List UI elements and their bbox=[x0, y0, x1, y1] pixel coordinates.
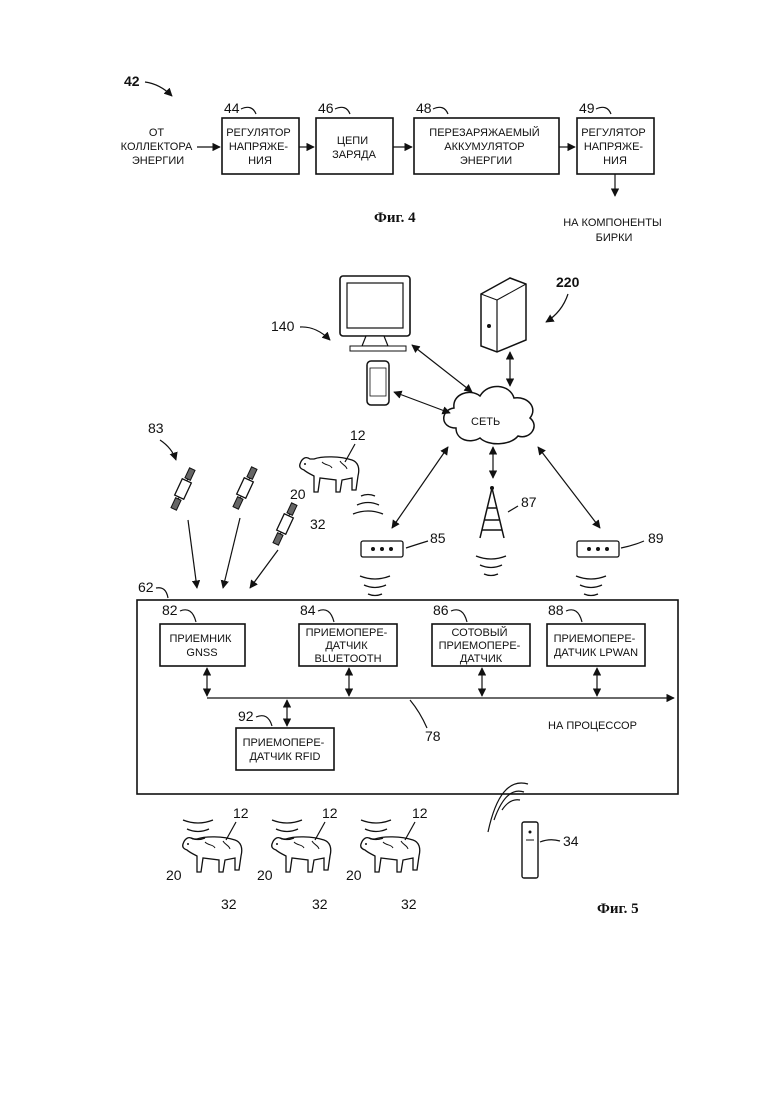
block-49-number: 49 bbox=[579, 100, 595, 116]
ref-87: 87 bbox=[521, 494, 537, 510]
ref-20-top: 20 bbox=[290, 486, 306, 502]
handheld-reader-icon bbox=[488, 783, 538, 878]
fig5-diagram: 140 220 СЕТЬ 83 bbox=[137, 274, 678, 917]
charge-circuit-46-block: ЦЕПИ ЗАРЯДА 46 bbox=[316, 100, 393, 174]
fig4-caption: Фиг. 4 bbox=[374, 210, 416, 226]
module-86-number: 86 bbox=[433, 602, 449, 618]
fig4-ref-label: 42 bbox=[124, 73, 140, 89]
to-processor-label: НА ПРОЦЕССОР bbox=[548, 720, 637, 732]
module-82-number: 82 bbox=[162, 602, 178, 618]
server-icon bbox=[481, 278, 526, 352]
module-84-number: 84 bbox=[300, 602, 316, 618]
ref-34: 34 bbox=[563, 833, 579, 849]
svg-text:32: 32 bbox=[312, 896, 328, 912]
ref-83: 83 bbox=[148, 420, 164, 436]
ref-32-top: 32 bbox=[310, 516, 326, 532]
svg-text:20: 20 bbox=[166, 867, 182, 883]
svg-text:12: 12 bbox=[412, 805, 428, 821]
module-92-number: 92 bbox=[238, 708, 254, 724]
gnss-satellite-icon bbox=[231, 466, 259, 510]
fig4-diagram: 42 ОТ КОЛЛЕКТОРА ЭНЕРГИИ РЕГУЛЯТОР НАПРЯ… bbox=[121, 73, 665, 244]
svg-text:12: 12 bbox=[233, 805, 249, 821]
cow-icon bbox=[272, 837, 331, 872]
network-label: СЕТЬ bbox=[471, 416, 500, 428]
fig4-output-label: НА КОМПОНЕНТЫ БИРКИ bbox=[563, 217, 665, 244]
ref-12-top: 12 bbox=[350, 427, 366, 443]
voltage-regulator-44-block: РЕГУЛЯТОР НАПРЯЖЕ- НИЯ 44 bbox=[222, 100, 299, 174]
svg-text:20: 20 bbox=[257, 867, 273, 883]
ref-78: 78 bbox=[425, 728, 441, 744]
fig5-caption: Фиг. 5 bbox=[597, 901, 639, 917]
svg-text:12: 12 bbox=[322, 805, 338, 821]
computer-monitor-icon bbox=[340, 276, 410, 351]
voltage-regulator-49-block: РЕГУЛЯТОР НАПРЯЖЕ- НИЯ 49 bbox=[577, 100, 654, 174]
block-48-number: 48 bbox=[416, 100, 432, 116]
ref-89: 89 bbox=[648, 530, 664, 546]
module-88-number: 88 bbox=[548, 602, 564, 618]
gnss-satellite-icon bbox=[271, 502, 299, 546]
smartphone-icon bbox=[367, 361, 389, 405]
cow-icon bbox=[183, 837, 242, 872]
cow-icon bbox=[300, 457, 359, 492]
cow-group-2: 12 20 32 bbox=[257, 805, 338, 912]
ref-62: 62 bbox=[138, 579, 154, 595]
fig4-source-label: ОТ КОЛЛЕКТОРА ЭНЕРГИИ bbox=[121, 127, 196, 167]
svg-text:32: 32 bbox=[401, 896, 417, 912]
ref-85: 85 bbox=[430, 530, 446, 546]
block-46-number: 46 bbox=[318, 100, 334, 116]
gnss-satellite-icon bbox=[169, 467, 197, 511]
cow-group-1: 12 20 32 bbox=[166, 805, 249, 912]
cell-tower-icon bbox=[480, 486, 504, 538]
svg-text:20: 20 bbox=[346, 867, 362, 883]
cow-group-3: 12 20 32 bbox=[346, 805, 428, 912]
ref-220: 220 bbox=[556, 274, 580, 290]
gateway-89-icon bbox=[577, 541, 619, 557]
rechargeable-battery-48-block: ПЕРЕЗАРЯЖАЕМЫЙ АККУМУЛЯТОР ЭНЕРГИИ 48 bbox=[414, 100, 559, 174]
svg-text:32: 32 bbox=[221, 896, 237, 912]
gateway-85-icon bbox=[361, 541, 403, 557]
block-44-number: 44 bbox=[224, 100, 240, 116]
ref-140: 140 bbox=[271, 318, 295, 334]
cow-icon bbox=[361, 837, 420, 872]
